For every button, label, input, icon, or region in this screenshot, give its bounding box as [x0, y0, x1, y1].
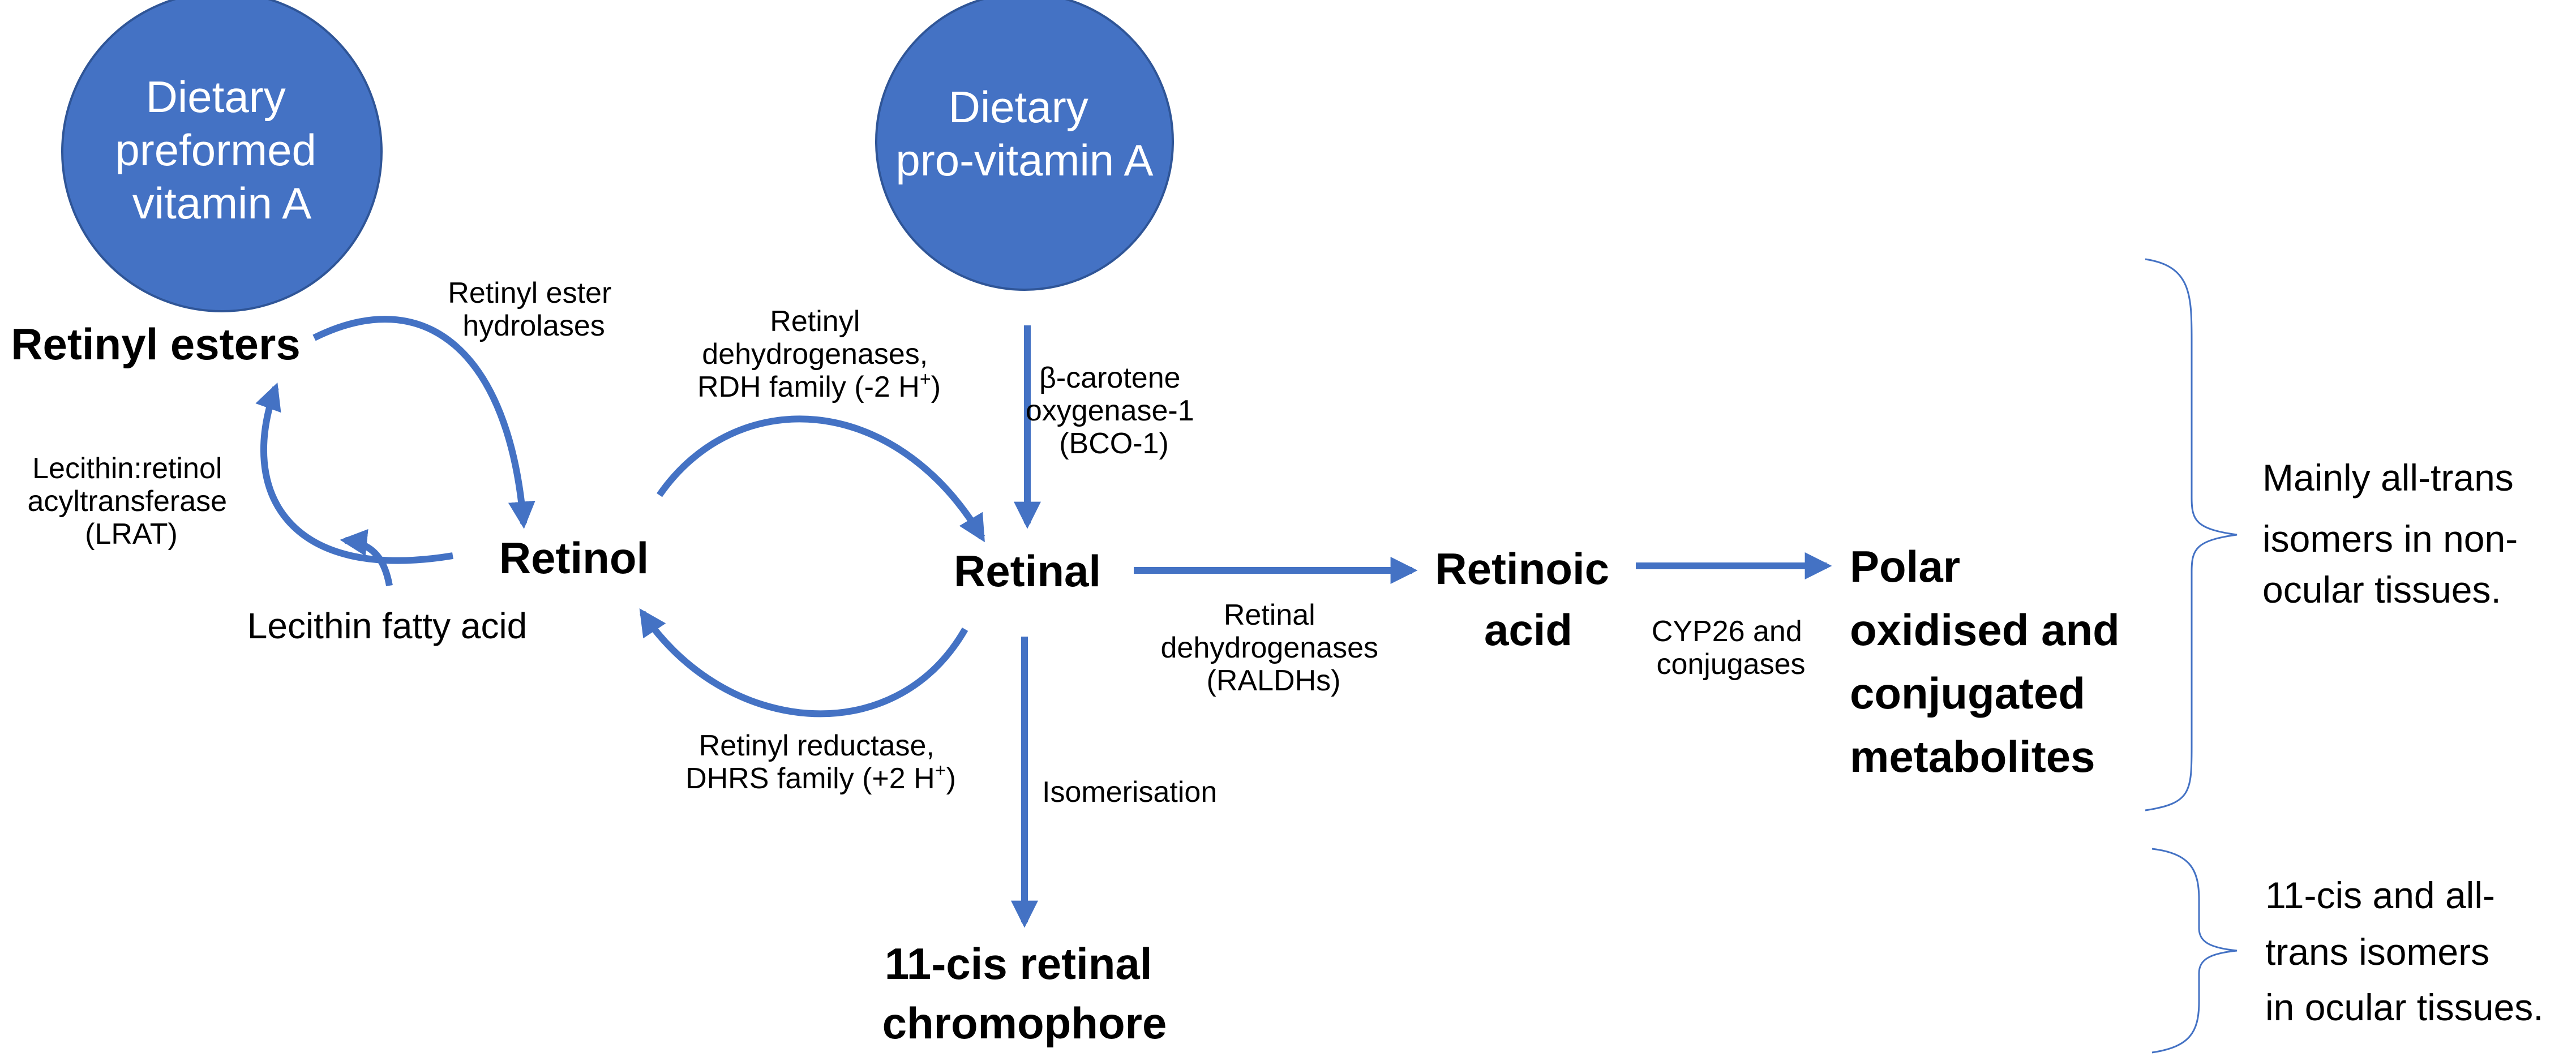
dietary-provitamin-circle — [875, 0, 1174, 291]
dietary-provitamin-line-2: pro-vitamin A — [895, 135, 1153, 185]
raldh-line-3: (RALDHs) — [1207, 664, 1341, 697]
chromophore-line-1: 11-cis retinal — [885, 939, 1152, 989]
dietary-provitamin-label: Dietary pro-vitamin A — [895, 82, 1153, 185]
retinyl-esters-label: Retinyl esters — [11, 319, 301, 369]
bco1-label: β-carotene oxygenase-1 (BCO-1) — [1026, 362, 1202, 460]
raldh-line-2: dehydrogenases — [1161, 632, 1379, 664]
chromophore-label: 11-cis retinal chromophore — [882, 939, 1167, 1048]
retinol-label: Retinol — [499, 533, 649, 583]
ocular-note-line-3: in ocular tissues. — [2265, 986, 2544, 1028]
dietary-provitamin-a-node: Dietary pro-vitamin A — [875, 0, 1174, 291]
polar-metabolites-label: Polar oxidised and conjugated metabolite… — [1850, 542, 2132, 781]
rdh-superscript: + — [920, 368, 931, 390]
dhrs-line-2: DHRS family (+2 H+) — [685, 760, 956, 795]
retinoic-acid-line-2: acid — [1484, 605, 1572, 655]
rdh-line-1: Retinyl — [770, 305, 860, 338]
dietary-preformed-line-2: preformed — [115, 125, 316, 175]
arrow-retinyl-esters-to-retinol — [312, 316, 535, 529]
ocular-brace — [2151, 848, 2238, 1054]
dietary-preformed-label: Dietary preformed vitamin A — [115, 72, 328, 228]
ocular-note-line-2: trans isomers — [2265, 931, 2489, 973]
dhrs-superscript: + — [935, 760, 946, 781]
rdh-line-2: dehydrogenases, — [702, 338, 928, 371]
ocular-note-line-1: 11-cis and all- — [2265, 874, 2495, 916]
retinoic-acid-line-1: Retinoic — [1435, 544, 1609, 594]
lrat-line-3: (LRAT) — [85, 518, 178, 551]
dhrs-close-paren: ) — [946, 762, 956, 795]
lecithin-fatty-acid-label: Lecithin fatty acid — [247, 605, 528, 646]
polar-metabolites-line-1: Polar — [1850, 542, 1960, 591]
lrat-line-2: acyltransferase — [27, 485, 227, 518]
retinal-label: Retinal — [954, 546, 1101, 596]
non-ocular-note-line-2: isomers in non- — [2262, 518, 2518, 560]
non-ocular-note-line-3: ocular tissues. — [2262, 569, 2501, 611]
retinyl-ester-hydrolases-line-1: Retinyl ester — [448, 277, 611, 310]
retinyl-ester-hydrolases-line-2: hydrolases — [462, 310, 605, 342]
polar-metabolites-line-3: conjugated — [1850, 668, 2085, 718]
lrat-line-1: Lecithin:retinol — [32, 452, 222, 485]
dhrs-line-1: Retinyl reductase, — [699, 729, 935, 762]
arrow-retinol-to-retinyl-esters — [255, 382, 453, 564]
dietary-preformed-circle — [61, 0, 383, 312]
dietary-provitamin-line-1: Dietary — [949, 82, 1088, 132]
retinoic-acid-label: Retinoic acid — [1435, 544, 1621, 655]
chromophore-line-2: chromophore — [882, 998, 1167, 1048]
dietary-preformed-line-1: Dietary — [146, 72, 286, 122]
dhrs-line-2-text: DHRS family (+2 H — [685, 762, 935, 795]
arrow-retinol-to-retinal — [657, 415, 985, 543]
cyp26-line-1: CYP26 and — [1652, 615, 1802, 648]
arrow-retinal-to-retinol — [639, 608, 968, 718]
dhrs-label: Retinyl reductase, DHRS family (+2 H+) — [685, 729, 956, 795]
rdh-close-paren: ) — [931, 371, 941, 403]
bco1-line-3: (BCO-1) — [1059, 427, 1169, 460]
non-ocular-note: Mainly all-trans isomers in non- ocular … — [2262, 457, 2528, 611]
non-ocular-brace — [2145, 258, 2238, 811]
isomerisation-label: Isomerisation — [1042, 776, 1217, 809]
ocular-note: 11-cis and all- trans isomers in ocular … — [2265, 874, 2544, 1028]
bco1-line-2: oxygenase-1 — [1026, 394, 1194, 427]
dietary-preformed-line-3: vitamin A — [132, 178, 311, 228]
polar-metabolites-line-4: metabolites — [1850, 732, 2095, 781]
retinyl-ester-hydrolases-label: Retinyl ester hydrolases — [448, 277, 619, 342]
polar-metabolites-line-2: oxidised and — [1850, 605, 2120, 655]
dietary-preformed-vitamin-a-node: Dietary preformed vitamin A — [61, 0, 383, 312]
lrat-label: Lecithin:retinol acyltransferase (LRAT) — [27, 452, 235, 551]
raldh-label: Retinal dehydrogenases (RALDHs) — [1161, 599, 1387, 697]
cyp26-label: CYP26 and conjugases — [1652, 615, 1810, 681]
raldh-line-1: Retinal — [1224, 599, 1315, 632]
non-ocular-note-line-1: Mainly all-trans — [2262, 457, 2514, 499]
rdh-label: Retinyl dehydrogenases, RDH family (-2 H… — [697, 305, 941, 403]
cyp26-line-2: conjugases — [1656, 648, 1805, 681]
rdh-line-3-text: RDH family (-2 H — [697, 371, 920, 403]
arrow-lecithin-fatty-acid-input — [340, 529, 393, 587]
bco1-line-1: β-carotene — [1039, 362, 1181, 394]
rdh-line-3: RDH family (-2 H+) — [697, 368, 941, 403]
